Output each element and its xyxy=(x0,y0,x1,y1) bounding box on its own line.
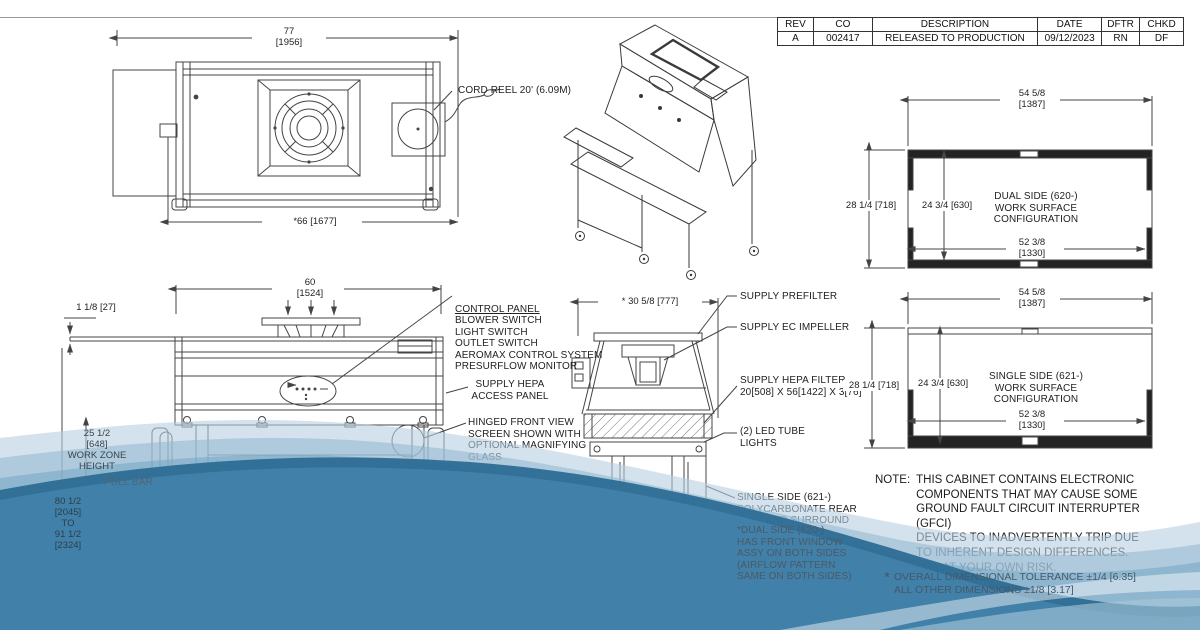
dual-surface-label: DUAL SIDE (620-) WORK SURFACE CONFIGURAT… xyxy=(993,191,1079,225)
work-zone-height-dim: 25 1/2 [648] WORK ZONE HEIGHT xyxy=(67,428,127,472)
single-dim-top: 54 5/8 [1387] xyxy=(1006,287,1058,309)
hepa-filter xyxy=(583,413,713,439)
description-value: RELEASED TO PRODUCTION xyxy=(871,31,1039,46)
control-panel-leader xyxy=(331,295,453,385)
supply-ec-impeller-label: SUPPLY EC IMPELLER xyxy=(740,322,850,333)
control-panel-title: CONTROL PANEL xyxy=(455,303,540,315)
height-range-dim: 80 1/2 [2045] TO 91 1/2 [2324] xyxy=(54,496,82,551)
isometric-view-drawing xyxy=(563,24,759,280)
chkd-value: DF xyxy=(1139,31,1184,46)
dim-depth: * 30 5/8 [777] xyxy=(598,296,702,307)
revision-table-header: REV CO DESCRIPTION DATE DFTR CHKD xyxy=(777,17,1184,32)
dim-overall-width: 77 [1956] xyxy=(252,26,326,48)
tolerance-text: OVERALL DIMENSIONAL TOLERANCE ±1/4 [6.35… xyxy=(893,571,1136,596)
description-header: DESCRIPTION xyxy=(871,17,1039,32)
control-panel-oval xyxy=(279,375,337,407)
chkd-header: CHKD xyxy=(1139,17,1184,32)
top-view-drawing xyxy=(108,30,501,225)
dual-dim-inner-h: 52 3/8 [1330] xyxy=(1006,237,1058,259)
cord-reel xyxy=(391,88,501,157)
magnifying-glass-circle xyxy=(391,424,425,458)
cord-reel-label: CORD REEL 20' (6.09M) xyxy=(458,85,572,96)
revision-table-row: A 002417 RELEASED TO PRODUCTION 09/12/20… xyxy=(777,31,1184,46)
dual-dim-top: 54 5/8 [1387] xyxy=(1006,88,1058,110)
rev-header: REV xyxy=(777,17,814,32)
single-surface-label: SINGLE SIDE (621-) WORK SURFACE CONFIGUR… xyxy=(988,371,1084,405)
prefilter-leader xyxy=(697,295,737,335)
supply-prefilter-label: SUPPLY PREFILTER xyxy=(740,291,838,302)
hepa-leader xyxy=(703,385,738,424)
co-value: 002417 xyxy=(812,31,873,46)
date-value: 09/12/2023 xyxy=(1037,31,1103,46)
brand-badge xyxy=(648,75,674,93)
tolerance-asterisk: * xyxy=(884,569,890,586)
single-dim-inner-v: 24 3/4 [630] xyxy=(914,378,972,389)
single-side-leader xyxy=(705,485,736,499)
co-header: CO xyxy=(812,17,873,32)
hinged-screen-label: HINGED FRONT VIEW SCREEN SHOWN WITH OPTI… xyxy=(468,417,587,463)
tolerance-note: * OVERALL DIMENSIONAL TOLERANCE ±1/4 [6.… xyxy=(884,569,1136,596)
dftr-header: DFTR xyxy=(1101,17,1141,32)
rev-value: A xyxy=(777,31,814,46)
dim-surface-thickness: 1 1/8 [27] xyxy=(76,302,116,313)
blower-port xyxy=(273,92,345,164)
impeller-leader xyxy=(663,326,737,361)
supply-hepa-leader xyxy=(445,386,469,394)
casters xyxy=(575,231,759,280)
dual-side-note: *DUAL SIDE (620-) HAS FRONT WINDOW ASSY … xyxy=(737,525,852,582)
control-panel-items: BLOWER SWITCH LIGHT SWITCH OUTLET SWITCH… xyxy=(455,315,603,372)
single-dim-left: 28 1/4 [718] xyxy=(843,380,905,391)
gfci-note: NOTE: THIS CABINET CONTAINS ELECTRONIC C… xyxy=(875,473,1155,575)
pull-bar-handle xyxy=(159,431,173,505)
note-prefix: NOTE: xyxy=(875,474,911,486)
pull-bar-label: PULL BAR xyxy=(104,477,153,488)
supply-hepa-filter-label: SUPPLY HEPA FILTER 20[508] X 56[1422] X … xyxy=(740,375,862,398)
dim-base-width: *66 [1677] xyxy=(268,216,362,227)
date-header: DATE xyxy=(1037,17,1103,32)
single-side-rear-wall-label: SINGLE SIDE (621-) POLYCARBONATE REAR WA… xyxy=(737,492,857,526)
dual-dim-left: 28 1/4 [718] xyxy=(840,200,902,211)
revision-table: REV CO DESCRIPTION DATE DFTR CHKD A 0024… xyxy=(777,17,1184,46)
cord-reel-leader xyxy=(433,90,453,111)
led-tube-lights-label: (2) LED TUBE LIGHTS xyxy=(740,426,805,449)
dim-front-width: 60 [1524] xyxy=(276,277,344,299)
note-text: THIS CABINET CONTAINS ELECTRONIC COMPONE… xyxy=(916,474,1140,574)
supply-hepa-access-label: SUPPLY HEPA ACCESS PANEL xyxy=(471,379,549,402)
single-dim-inner-h: 52 3/8 [1330] xyxy=(1006,409,1058,431)
dftr-value: RN xyxy=(1101,31,1141,46)
